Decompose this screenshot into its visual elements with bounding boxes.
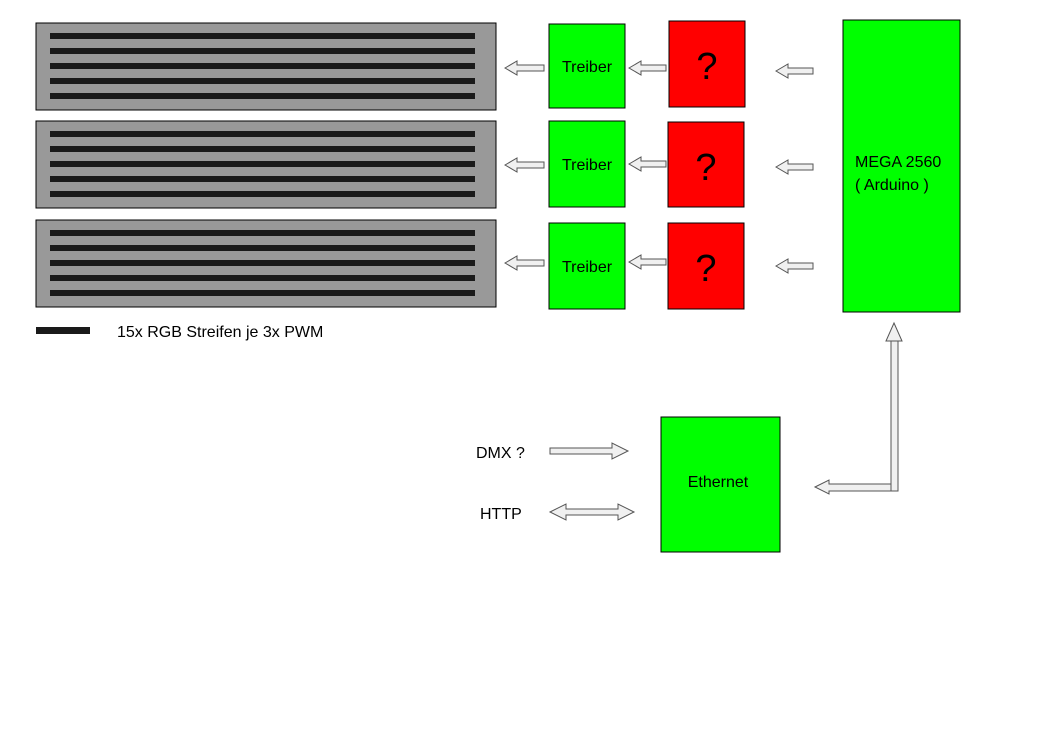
led-panel-3 [35,219,497,308]
dmx-label: DMX ? [476,445,525,462]
led-strip [50,63,475,69]
arrow-left-icon [628,156,667,172]
arrow-right-icon [549,442,630,460]
driver-label: Treiber [562,157,613,174]
unknown-label: ? [696,46,717,88]
driver-label: Treiber [562,259,613,276]
led-strip [50,191,475,197]
led-strip [50,260,475,266]
led-strip [50,230,475,236]
led-strip [50,245,475,251]
led-panel-2 [35,120,497,209]
unknown-label: ? [695,147,716,189]
unknown-label: ? [695,248,716,290]
arrow-left-icon [775,159,814,175]
arrow-left-icon [775,258,814,274]
controller-label-line2: ( Arduino ) [855,177,929,194]
controller-box: MEGA 2560 ( Arduino ) [842,19,961,313]
arrow-left-icon [504,255,545,271]
legend: 15x RGB Streifen je 3x PWM [36,324,323,341]
unknown-box-1: ? [668,20,746,108]
led-strip [50,131,475,137]
led-strip [50,290,475,296]
arrow-shaft-vertical [890,339,899,492]
led-strip [50,78,475,84]
legend-label: 15x RGB Streifen je 3x PWM [117,324,323,341]
led-strip [50,48,475,54]
ethernet-to-controller-arrow [813,321,903,495]
driver-box-3: Treiber [548,222,626,310]
led-strip [50,176,475,182]
arrow-left-icon [775,63,814,79]
http-label: HTTP [480,506,522,523]
unknown-box-3: ? [667,222,745,310]
unknown-box-2: ? [667,121,745,208]
led-strip [50,146,475,152]
arrow-left-icon [504,157,545,173]
led-strip [50,93,475,99]
arrow-left-icon [504,60,545,76]
arrow-bidirectional-icon [548,503,636,521]
driver-label: Treiber [562,59,613,76]
arrow-left-icon [628,254,667,270]
legend-strip-swatch [36,327,90,334]
led-strip [50,33,475,39]
driver-box-2: Treiber [548,120,626,208]
arrow-left-icon [628,60,667,76]
driver-box-1: Treiber [548,23,626,109]
ethernet-label: Ethernet [688,474,749,491]
controller-label-line1: MEGA 2560 [855,154,941,171]
ethernet-box: Ethernet [660,416,781,553]
led-strip [50,161,475,167]
arrow-left-icon [813,479,899,495]
led-panel-1 [35,22,497,111]
arrow-up-icon [885,321,903,342]
led-strip [50,275,475,281]
